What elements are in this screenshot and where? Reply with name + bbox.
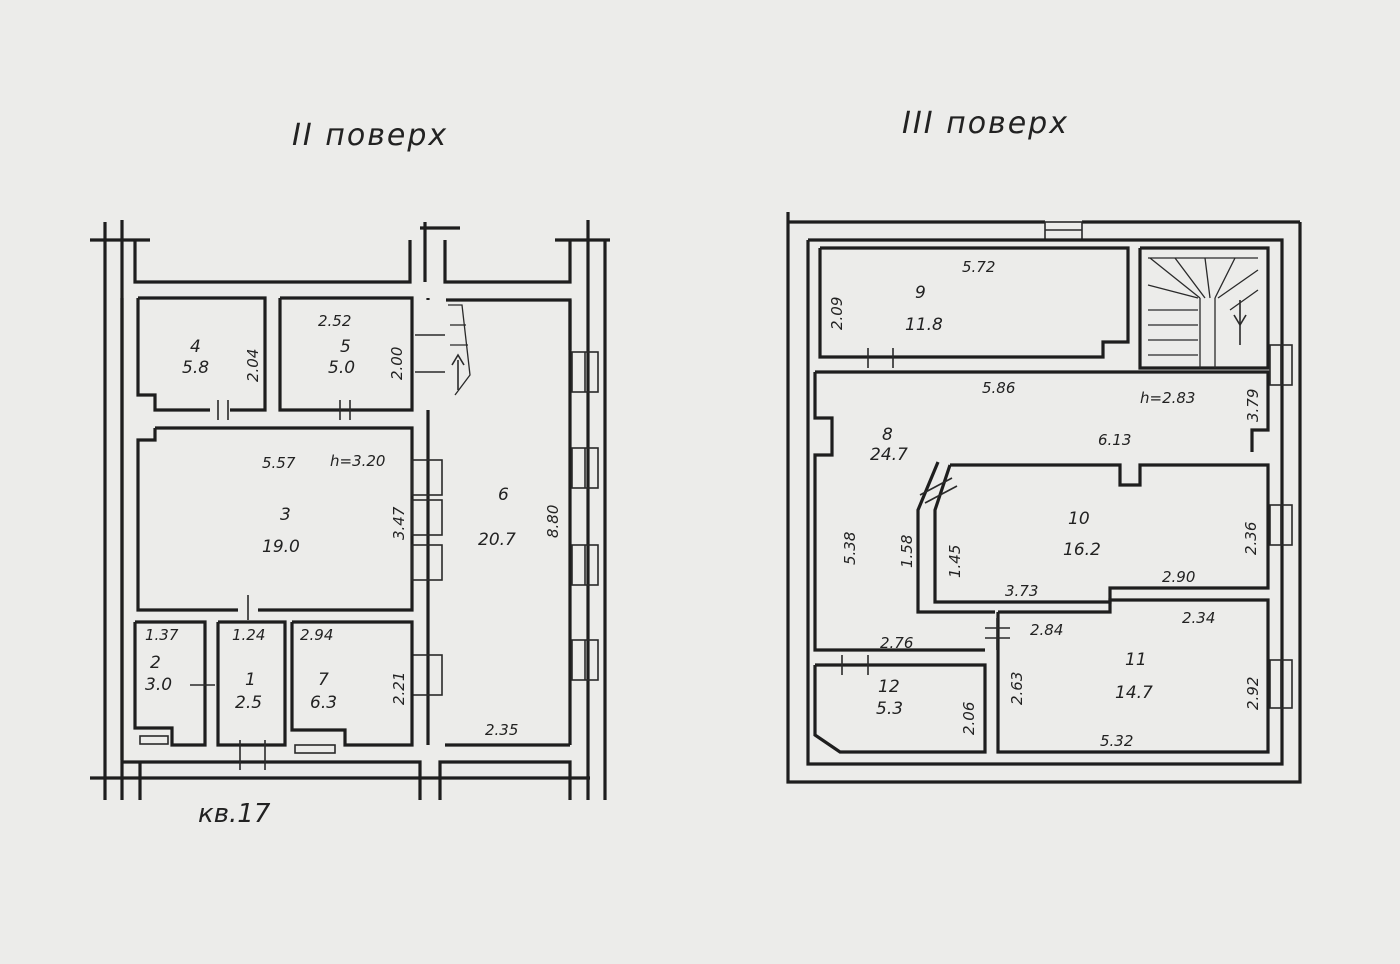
- room-1-dim: 1.24: [232, 626, 265, 644]
- room-5-area: 5.0: [328, 358, 355, 378]
- room-4-number: 4: [190, 337, 201, 357]
- room-8-number: 8: [882, 425, 893, 445]
- room-6-dim-width: 2.35: [485, 721, 518, 739]
- room-6-area: 20.7: [478, 530, 516, 550]
- room-2-area: 3.0: [145, 675, 172, 695]
- room-8-dim-bevel: 1.58: [898, 535, 916, 568]
- room-7-dim-width: 2.94: [300, 626, 333, 644]
- room-8-dim-stair: 3.79: [1244, 389, 1262, 422]
- room-2-dim: 1.37: [145, 626, 179, 644]
- room-1-area: 2.5: [235, 693, 262, 713]
- room-10-number: 10: [1068, 509, 1090, 529]
- room-9-area: 11.8: [905, 315, 943, 335]
- room-6-dim-depth: 8.80: [544, 505, 562, 538]
- room-4-area: 5.8: [182, 358, 209, 378]
- room-2-number: 2: [150, 653, 161, 673]
- room-7-area: 6.3: [310, 693, 337, 713]
- room-5-number: 5: [340, 337, 351, 357]
- room-11-dim-left: 2.63: [1008, 672, 1026, 705]
- room-3-area: 19.0: [262, 537, 300, 557]
- room-5-dim-width: 2.52: [318, 312, 351, 330]
- room-11-dim-top: 2.84: [1030, 621, 1063, 639]
- room-12-dim-width: 2.76: [880, 634, 913, 652]
- room-9-number: 9: [915, 283, 926, 303]
- room-10-dim-right: 2.36: [1242, 522, 1260, 555]
- room-8-area: 24.7: [870, 445, 908, 465]
- room-12-area: 5.3: [876, 699, 903, 719]
- floor-2-height: h=3.20: [330, 452, 385, 470]
- room-6-number: 6: [498, 485, 509, 505]
- room-11-area: 14.7: [1115, 683, 1153, 703]
- room-7-number: 7: [318, 670, 329, 690]
- room-3-number: 3: [280, 505, 291, 525]
- room-10-dim-left: 1.45: [946, 545, 964, 578]
- room-11-dim-bottom: 5.32: [1100, 732, 1133, 750]
- room-7-dim-depth: 2.21: [390, 672, 408, 705]
- room-8-dim-depth: 5.38: [841, 532, 859, 565]
- room-3-dim-depth: 3.47: [390, 506, 408, 540]
- room-10-dim-top: 6.13: [1098, 431, 1131, 449]
- room-10-dim-bottom: 3.73: [1005, 582, 1038, 600]
- room-11-dim-right: 2.92: [1244, 677, 1262, 710]
- room-3-dim-width: 5.57: [262, 454, 296, 472]
- room-5-dim-depth: 2.00: [388, 347, 406, 380]
- floor-3-height: h=2.83: [1140, 389, 1195, 407]
- room-10-area: 16.2: [1063, 540, 1101, 560]
- room-11-number: 11: [1125, 650, 1147, 670]
- room-1-number: 1: [245, 670, 256, 690]
- room-12-dim-depth: 2.06: [960, 702, 978, 735]
- room-10-dim-bottom-right: 2.90: [1162, 568, 1195, 586]
- floor-2-title: ІІ поверх: [292, 118, 448, 153]
- floor-3-plan: ІІІ поверх: [786, 106, 1302, 784]
- room-9-dim-width: 5.72: [962, 258, 995, 276]
- room-9-dim-depth: 2.09: [828, 297, 846, 330]
- room-11-dim-top-right: 2.34: [1182, 609, 1215, 627]
- floor-3-title: ІІІ поверх: [902, 106, 1069, 141]
- room-8-dim-width: 5.86: [982, 379, 1015, 397]
- floor-2-plan: ІІ поверх: [90, 118, 610, 829]
- apartment-label: кв.17: [198, 799, 271, 829]
- room-4-dim: 2.04: [244, 349, 262, 382]
- room-12-number: 12: [878, 677, 900, 697]
